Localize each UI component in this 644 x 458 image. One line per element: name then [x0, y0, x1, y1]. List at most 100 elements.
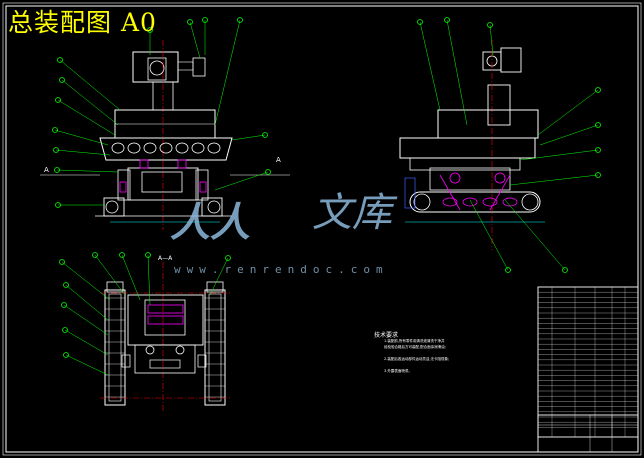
- side-deck: [399, 137, 536, 159]
- leader-bubble: [52, 127, 58, 133]
- leader-bubble: [55, 202, 61, 208]
- leader-bubble: [595, 172, 601, 178]
- leader-line: [209, 257, 229, 296]
- sheet-border: [5, 5, 639, 453]
- side-link: [439, 174, 461, 211]
- track-outer: [104, 289, 126, 406]
- leader-line: [539, 124, 599, 146]
- deck-hole: [111, 142, 125, 154]
- top-body: [127, 294, 204, 346]
- track-end: [206, 281, 224, 293]
- leader-line: [65, 284, 109, 321]
- watermark-logo-char: 文库: [312, 190, 392, 236]
- top-plate: [149, 359, 181, 369]
- front-detail: [119, 181, 127, 193]
- top-bracket: [197, 354, 207, 368]
- leader-line: [214, 171, 269, 191]
- leader-bubble: [145, 252, 151, 258]
- leader-line: [419, 21, 441, 111]
- leader-bubble: [63, 352, 69, 358]
- tech-requirement-line: 3.外露表面喷漆。: [384, 369, 412, 373]
- tech-requirement-line: 2.装配后各运动部件运动灵活,无卡阻现象;: [384, 357, 450, 361]
- leader-bubble: [63, 282, 69, 288]
- side-mast: [487, 84, 511, 126]
- leader-line: [189, 21, 201, 59]
- tech-requirements-title: 技术要求: [374, 332, 399, 339]
- leader-bubble: [55, 97, 61, 103]
- leader-line: [469, 199, 509, 271]
- track-inner: [208, 293, 222, 402]
- leader-bubble: [444, 17, 450, 23]
- side-frame: [409, 157, 521, 171]
- side-roadwheel: [462, 197, 478, 207]
- side-camera-box: [500, 47, 522, 73]
- leader-bubble: [487, 22, 493, 28]
- top-bolt: [145, 345, 155, 355]
- front-detail: [139, 159, 149, 169]
- leader-bubble: [595, 122, 601, 128]
- deck-hole: [159, 142, 173, 154]
- leader-bubble: [417, 19, 423, 25]
- side-joint: [494, 172, 506, 184]
- leader-bubble: [59, 77, 65, 83]
- leader-bubble: [59, 259, 65, 265]
- top-detail: [147, 304, 184, 314]
- camera-lens-housing: [147, 57, 167, 81]
- leader-line: [64, 329, 109, 356]
- camera-motor: [192, 57, 206, 77]
- section-mark-left: A: [44, 166, 49, 174]
- leader-line: [537, 89, 599, 136]
- leader-bubble: [61, 302, 67, 308]
- side-link: [489, 174, 511, 211]
- title-block: [537, 414, 639, 453]
- top-bolt: [175, 345, 185, 355]
- leader-line: [59, 59, 121, 111]
- leader-bubble: [57, 57, 63, 63]
- leader-bubble: [265, 169, 271, 175]
- leader-line: [231, 134, 266, 141]
- leader-bubble: [237, 17, 243, 23]
- top-battery-box: [134, 344, 196, 374]
- camera-head: [132, 51, 179, 83]
- leader-line: [54, 129, 109, 146]
- left-hub: [105, 200, 119, 214]
- leader-line: [61, 79, 119, 126]
- leader-line: [61, 261, 111, 301]
- front-detail: [177, 159, 187, 169]
- side-chassis: [429, 167, 511, 191]
- leader-line: [94, 254, 126, 296]
- leader-line: [63, 304, 109, 336]
- leader-bubble: [595, 147, 601, 153]
- leader-bubble: [92, 252, 98, 258]
- side-idler: [413, 193, 431, 211]
- leader-bubble: [595, 87, 601, 93]
- side-sprocket: [521, 193, 539, 211]
- left-wheel: [103, 197, 125, 217]
- section-mark-top: A—A: [158, 255, 173, 262]
- tech-requirement-line: 1.装配前,所有零件用清洗液清洗干净并: [384, 339, 445, 343]
- leader-line: [55, 149, 111, 156]
- watermark-url: www.renrendoc.com: [174, 263, 389, 276]
- drawing-title: 总装配图 A0: [8, 8, 157, 37]
- leader-line: [56, 169, 119, 173]
- leader-line: [519, 149, 599, 161]
- right-hub: [207, 200, 221, 214]
- deck-hole: [143, 142, 157, 154]
- chassis-box: [141, 171, 183, 193]
- deck-hole: [191, 142, 205, 154]
- deck-hole: [175, 142, 189, 154]
- front-detail: [199, 181, 207, 193]
- side-roadwheel: [502, 197, 518, 207]
- track-outer: [204, 289, 226, 406]
- leader-bubble: [53, 147, 59, 153]
- deck-hole: [207, 142, 221, 154]
- leader-line: [214, 19, 241, 126]
- parts-list: [537, 286, 639, 438]
- camera-lens: [149, 60, 165, 76]
- leader-line: [147, 254, 151, 306]
- leader-bubble: [202, 17, 208, 23]
- leader-line: [65, 354, 109, 376]
